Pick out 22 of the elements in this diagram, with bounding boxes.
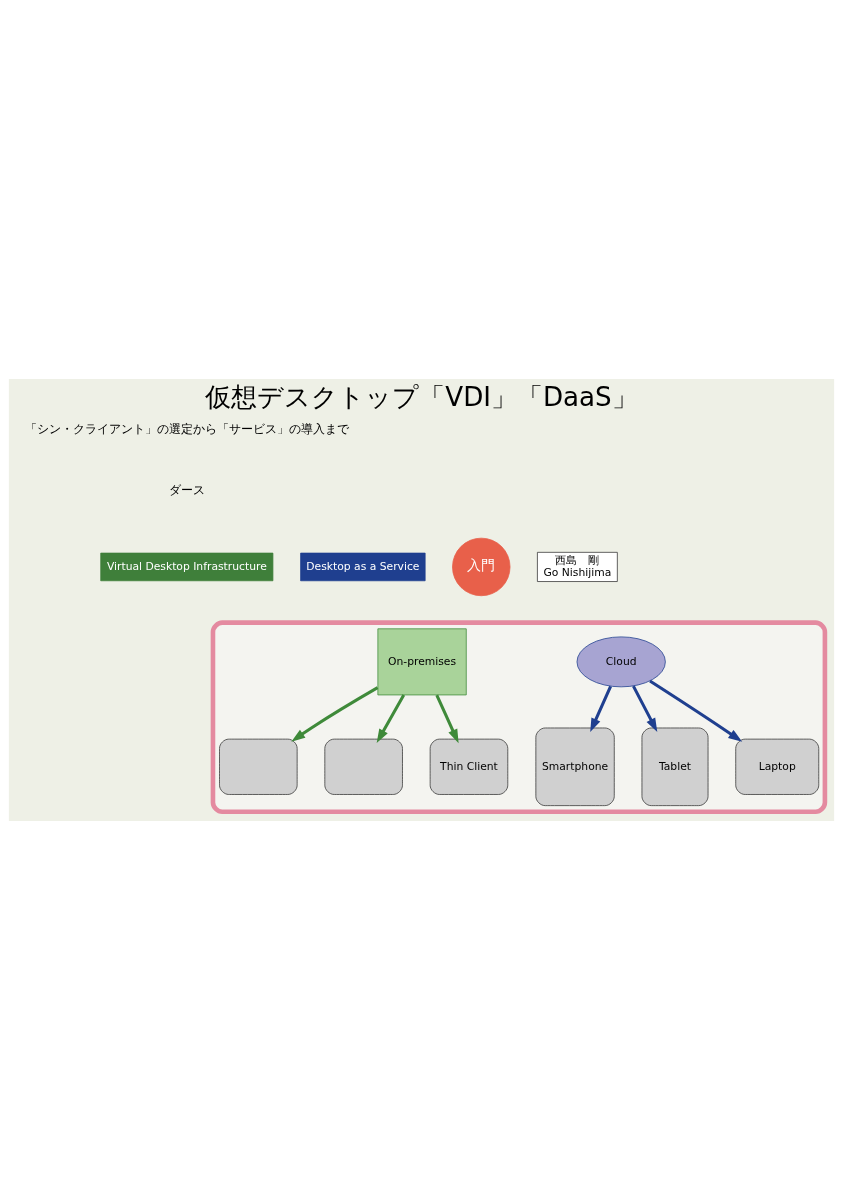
node-box — [219, 738, 298, 795]
arrow — [376, 694, 406, 743]
node-ellipse: Cloud — [576, 636, 666, 688]
node-box: Thin Client — [429, 738, 509, 795]
node-box: Laptop — [735, 738, 820, 795]
arrow — [590, 685, 612, 733]
node-box: Desktop as a Service — [300, 552, 426, 582]
node-box: 西島 剛 Go Nishijima — [537, 551, 618, 582]
node-box: Tablet — [641, 727, 709, 806]
node-box — [324, 738, 403, 795]
diagram-title: 仮想デスクトップ「VDI」「DaaS」 — [205, 382, 638, 413]
arrow — [291, 686, 379, 742]
cluster — [210, 620, 828, 815]
node-box: Smartphone — [535, 727, 615, 806]
node-box: Virtual Desktop Infrastructure — [100, 552, 274, 582]
label: 「シン・クライアント」の選定から「サービス」の導入まで — [24, 422, 349, 437]
label: ダース — [168, 483, 205, 498]
arrow — [435, 694, 459, 744]
node-box: On-premises — [377, 628, 467, 696]
node-circle: 入門 — [452, 537, 511, 597]
arrow — [632, 685, 658, 732]
arrow — [649, 679, 743, 742]
